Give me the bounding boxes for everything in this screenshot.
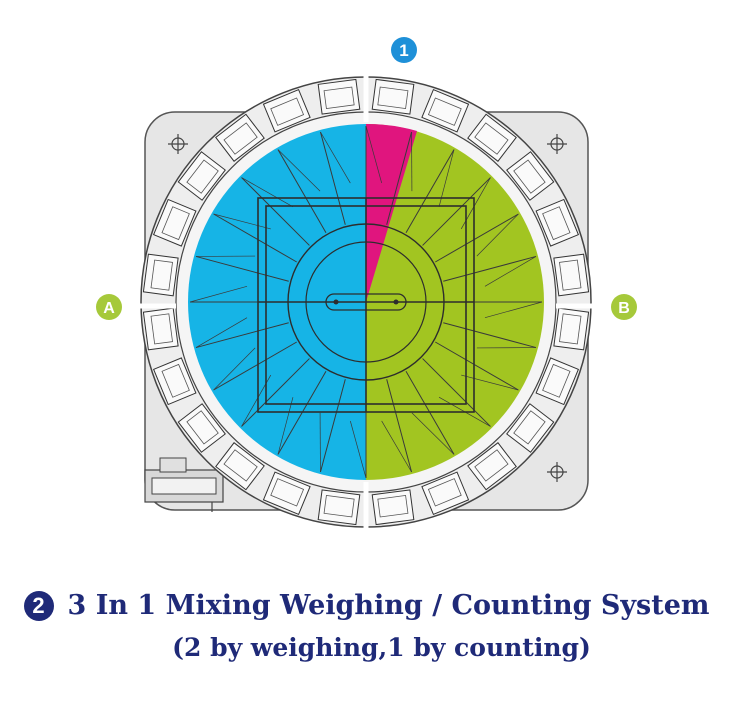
chute-line <box>443 255 537 282</box>
weigh-hopper <box>421 471 470 516</box>
chute-line <box>405 149 455 233</box>
chute-edge <box>277 397 294 455</box>
caption-title-row: 2 3 In 1 Mixing Weighing / Counting Syst… <box>0 588 733 624</box>
chute-line <box>405 371 455 455</box>
weigh-hopper <box>553 307 590 351</box>
marker-1: 1 <box>391 37 417 63</box>
chute-edge <box>381 420 412 473</box>
weigh-hopper <box>535 357 580 406</box>
chute-line <box>213 213 297 263</box>
chute-line <box>319 379 346 473</box>
weigh-hopper <box>506 151 555 201</box>
chute-edge <box>241 177 294 208</box>
chute-edge <box>320 131 351 184</box>
weigh-hopper <box>152 357 197 406</box>
weigh-hopper <box>421 88 470 133</box>
weigh-hopper <box>553 253 590 297</box>
chute-line <box>241 358 310 427</box>
weigh-hopper <box>262 471 311 516</box>
chute-line <box>277 149 327 233</box>
chute-edge <box>213 347 256 391</box>
weigh-hopper <box>467 113 517 162</box>
weigh-hopper <box>317 78 361 115</box>
chute-line <box>386 131 413 225</box>
marker-a: A <box>96 294 122 320</box>
center-pin-right <box>393 299 399 305</box>
chute-edge <box>195 317 248 348</box>
chute-line <box>195 255 289 282</box>
weigh-hopper <box>371 489 415 526</box>
caption-subtitle: (2 by weighing,1 by counting) <box>172 633 591 662</box>
caption-title: 3 In 1 Mixing Weighing / Counting System <box>67 590 710 621</box>
control-box <box>144 457 224 512</box>
chute-line <box>241 177 310 246</box>
top-cone-inner <box>305 241 427 363</box>
weigh-hopper <box>177 403 226 453</box>
chute-edge <box>213 213 271 230</box>
support-frame <box>257 197 475 413</box>
weigh-hopper <box>215 113 265 162</box>
weigh-hopper <box>142 307 179 351</box>
chute-edge <box>365 125 383 184</box>
chute-line <box>422 177 491 246</box>
caption: 2 3 In 1 Mixing Weighing / Counting Syst… <box>0 588 733 668</box>
chute-edge <box>189 285 248 303</box>
top-cone-outer <box>287 223 445 381</box>
chute-line <box>435 341 519 391</box>
weigh-hopper <box>177 151 226 201</box>
center-slot <box>325 293 407 311</box>
chute-line <box>213 341 297 391</box>
chute-edge <box>277 149 321 192</box>
center-pin-left <box>333 299 339 305</box>
chute-line <box>195 322 289 349</box>
marker-b-label: B <box>618 300 630 317</box>
chute-line <box>443 322 537 349</box>
chute-line <box>319 131 346 225</box>
weigh-hopper <box>262 88 311 133</box>
chute-line <box>386 379 413 473</box>
weigh-hopper <box>152 198 197 247</box>
corner-bolts <box>168 134 567 482</box>
multihead-weigher-diagram: 1 A B <box>96 37 637 528</box>
weigh-hopper <box>506 403 555 453</box>
chute-edge <box>461 374 519 391</box>
chute-line <box>435 213 519 263</box>
weigh-hopper <box>142 253 179 297</box>
chute-edge <box>476 213 519 257</box>
weigh-hopper <box>535 198 580 247</box>
caption-number-badge: 2 <box>23 591 54 621</box>
chute-edge <box>484 256 537 287</box>
weigh-hopper <box>371 78 415 115</box>
marker-b: B <box>611 294 637 320</box>
weigh-hopper <box>317 489 361 526</box>
chute-edge <box>411 412 455 455</box>
weigh-hopper <box>467 442 517 491</box>
weigh-hopper <box>215 442 265 491</box>
section-1-counting <box>366 123 417 302</box>
marker-1-label: 1 <box>399 41 408 60</box>
chute-edge <box>349 420 367 479</box>
chute-edge <box>484 301 543 319</box>
chute-line <box>422 358 491 427</box>
marker-a-label: A <box>103 300 115 317</box>
hopper-ring <box>142 78 590 526</box>
chute-line <box>277 371 327 455</box>
